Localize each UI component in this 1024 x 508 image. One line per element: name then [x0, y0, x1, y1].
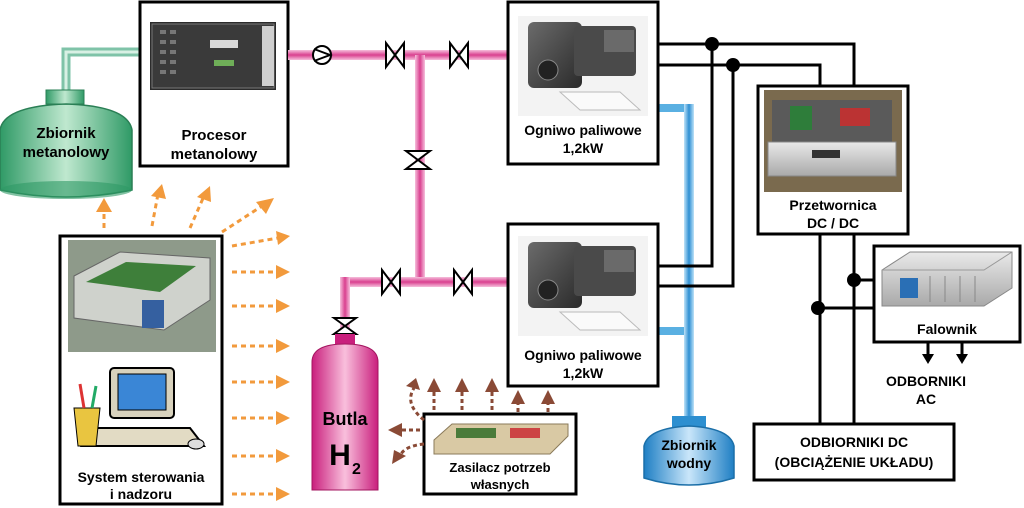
water-tank: Zbiornik wodny	[643, 416, 735, 486]
h2-bottle-label-1: Butla	[323, 409, 369, 429]
ac-output-arrows	[922, 342, 968, 364]
ac-loads-label-1: ODBORNIKI	[886, 373, 966, 389]
control-system: System sterowania i nadzoru	[58, 234, 224, 506]
fuel-cell-bottom: Ogniwo paliwowe 1,2kW	[506, 222, 660, 388]
water-tank-label-1: Zbiornik	[661, 437, 716, 453]
fuel-cell-top-label-2: 1,2kW	[563, 140, 604, 156]
control-label-2: i nadzoru	[110, 486, 172, 502]
gate-valve-icon	[330, 317, 360, 335]
h2-bottle-label-2: H	[329, 439, 351, 472]
fuel-cell-top-label-1: Ogniwo paliwowe	[524, 122, 642, 138]
ac-loads-label-2: AC	[916, 391, 936, 407]
fuel-cell-bottom-label-2: 1,2kW	[563, 365, 604, 381]
control-photo-icon	[68, 240, 216, 352]
gate-valve-icon	[381, 267, 401, 297]
converter-photo-icon	[764, 90, 902, 192]
methanol-pipe	[61, 47, 142, 95]
aux-supply: Zasilacz potrzeb własnych	[422, 412, 578, 496]
methanol-tank-label-1: Zbiornik	[36, 125, 96, 142]
control-label-1: System sterowania	[78, 469, 205, 485]
inverter-label: Falownik	[917, 321, 977, 337]
dcdc-converter: Przetwornica DC / DC	[756, 84, 910, 236]
fuel-cell-photo-icon	[518, 236, 648, 336]
dc-loads: ODBIORNIKI DC (OBCIĄŻENIE UKŁADU)	[752, 422, 956, 482]
check-valve-icon	[312, 45, 333, 65]
methanol-tank-label-2: metanolowy	[23, 144, 110, 161]
inverter-photo-icon	[881, 251, 1013, 307]
aux-supply-label-1: Zasilacz potrzeb	[449, 460, 550, 475]
dc-loads-label-2: (OBCIĄŻENIE UKŁADU)	[775, 454, 934, 470]
water-pipes	[657, 104, 694, 422]
wire-junctions	[705, 37, 861, 315]
h2-bottle-subscript: 2	[352, 461, 361, 478]
signal-arrows	[102, 193, 279, 496]
gate-valve-icon	[449, 40, 469, 70]
aux-arrowheads	[388, 378, 555, 464]
hydrogen-pipes	[288, 50, 510, 339]
processor-label-2: metanolowy	[171, 146, 258, 163]
methanol-tank: Zbiornik metanolowy	[0, 89, 133, 199]
fuel-cell-photo-icon	[518, 16, 648, 116]
inverter: Falownik	[872, 244, 1022, 344]
dc-loads-label-1: ODBIORNIKI DC	[800, 434, 908, 450]
gate-valve-icon	[385, 40, 405, 70]
computer-clipart-icon	[73, 367, 207, 450]
aux-supply-photo-icon	[433, 423, 569, 455]
dcdc-label-2: DC / DC	[807, 215, 859, 231]
electrical-wires	[657, 42, 876, 424]
fuel-cell-bottom-label-1: Ogniwo paliwowe	[524, 347, 642, 363]
signal-arrowheads	[96, 184, 290, 501]
processor-photo-icon	[150, 22, 276, 90]
dcdc-label-1: Przetwornica	[789, 197, 876, 213]
gate-valve-icon	[453, 267, 473, 297]
gate-valve-icon	[403, 150, 433, 170]
fuel-cell-top: Ogniwo paliwowe 1,2kW	[506, 0, 660, 166]
aux-supply-label-2: własnych	[470, 477, 530, 492]
water-tank-label-2: wodny	[666, 455, 712, 471]
processor-label-1: Procesor	[181, 127, 246, 144]
h2-bottle: Butla H 2	[311, 334, 379, 491]
methanol-processor: Procesor metanolowy	[138, 0, 290, 168]
